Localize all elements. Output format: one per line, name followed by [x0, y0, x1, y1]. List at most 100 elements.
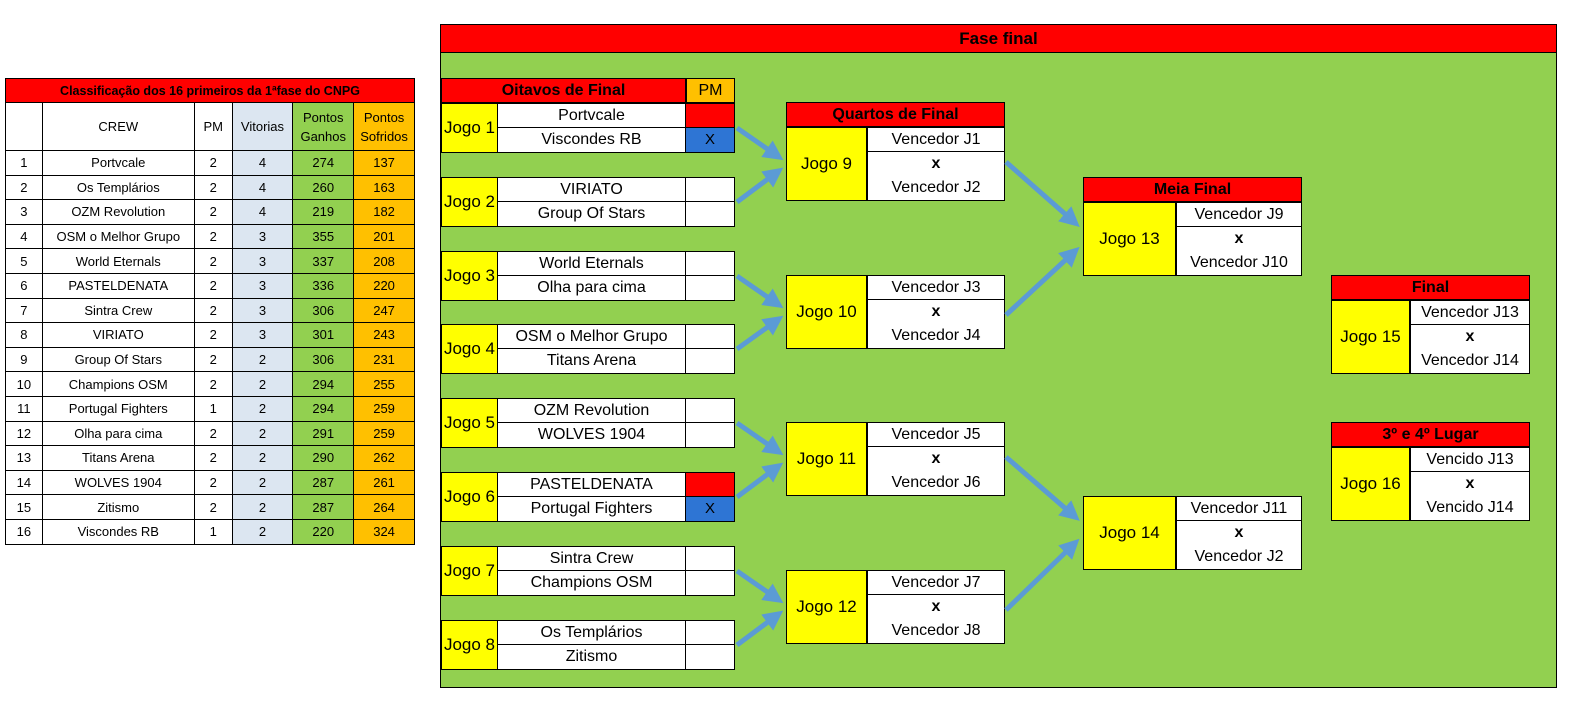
crew-cell: World Eternals: [41, 248, 195, 274]
game-label: Jogo 9: [786, 127, 867, 201]
vitorias-cell: 2: [231, 494, 294, 520]
pontos-ganhos-cell: 290: [292, 445, 355, 471]
pm-cell: 2: [193, 322, 233, 348]
versus-mark: x: [867, 299, 1005, 325]
pontos-sofridos-cell: 201: [353, 223, 415, 250]
team-name: OSM o Melhor Grupo: [498, 324, 686, 349]
pontos-ganhos-cell: 291: [292, 420, 355, 447]
result-cell: [686, 472, 735, 497]
crew-cell: VIRIATO: [41, 322, 195, 348]
pm-cell: 2: [193, 469, 233, 496]
crew-cell: Champions OSM: [41, 371, 195, 397]
vitorias-cell: 3: [231, 297, 294, 324]
rank-cell: 14: [5, 469, 43, 496]
crew-cell: Olha para cima: [41, 420, 195, 447]
vitorias-cell: 3: [231, 248, 294, 274]
vitorias-header: Vitorias: [231, 102, 294, 151]
game-label: Jogo 14: [1083, 496, 1176, 570]
pontos-sofridos-cell: 220: [353, 272, 415, 299]
result-cell: X: [686, 496, 735, 522]
crew-cell: Zitismo: [41, 494, 195, 520]
result-cell: [686, 398, 735, 423]
vitorias-cell: 2: [231, 346, 294, 373]
slot-name: Vencedor J8: [867, 619, 1005, 644]
arrow-right-icon: [735, 315, 784, 352]
result-cell: [686, 570, 735, 596]
pontos-ganhos-cell: 294: [292, 371, 355, 397]
arrow-right-icon: [735, 167, 784, 205]
rank-header: [5, 102, 43, 151]
vitorias-cell: 3: [231, 322, 294, 348]
pontos-ganhos-cell: 274: [292, 150, 355, 176]
pontos-sofridos-cell: 163: [353, 174, 415, 201]
result-cell: [686, 422, 735, 448]
pontos-ganhos-cell: 294: [292, 395, 355, 422]
slot-name: Vencedor J14: [1410, 349, 1530, 374]
result-cell: [686, 348, 735, 374]
pontos-ganhos-header: Pontos Ganhos: [292, 102, 355, 151]
rank-cell: 10: [5, 371, 43, 397]
team-name: Group Of Stars: [498, 201, 686, 227]
pm-cell: 2: [193, 494, 233, 520]
game-label: Jogo 16: [1331, 447, 1410, 521]
pontos-ganhos-cell: 219: [292, 199, 355, 225]
versus-mark: x: [867, 446, 1005, 472]
result-cell: [686, 275, 735, 301]
pontos-ganhos-cell: 355: [292, 223, 355, 250]
sf-header: Meia Final: [1083, 177, 1302, 202]
third-header: 3º e 4º Lugar: [1331, 422, 1530, 447]
vitorias-cell: 4: [231, 199, 294, 225]
vitorias-cell: 4: [231, 150, 294, 176]
slot-name: Vencedor J13: [1410, 300, 1530, 325]
game-label: Jogo 8: [441, 620, 498, 670]
pontos-sofridos-cell: 231: [353, 346, 415, 373]
pm-cell: 2: [193, 150, 233, 176]
pm-cell: 1: [193, 395, 233, 422]
crew-cell: Titans Arena: [41, 445, 195, 471]
arrow-right-icon: [1004, 455, 1080, 521]
pontos-ganhos-cell: 260: [292, 174, 355, 201]
versus-mark: x: [867, 594, 1005, 620]
arrow-right-icon: [735, 125, 784, 161]
pontos-ganhos-cell: 287: [292, 494, 355, 520]
pm-cell: 2: [193, 445, 233, 471]
game-label: Jogo 11: [786, 422, 867, 496]
pm-cell: 2: [193, 272, 233, 299]
pontos-sofridos-cell: 255: [353, 371, 415, 397]
slot-name: Vencedor J1: [867, 127, 1005, 152]
crew-cell: Portugal Fighters: [41, 395, 195, 422]
crew-cell: Viscondes RB: [41, 518, 195, 545]
team-name: Portugal Fighters: [498, 496, 686, 522]
standings-table: Classificação dos 16 primeiros da 1ªfase…: [5, 78, 415, 545]
bracket-title: Fase final: [441, 25, 1556, 53]
game-label: Jogo 15: [1331, 300, 1410, 374]
pontos-sofridos-cell: 262: [353, 445, 415, 471]
team-name: Portvcale: [498, 103, 686, 128]
vitorias-cell: 4: [231, 174, 294, 201]
vitorias-cell: 2: [231, 469, 294, 496]
vitorias-cell: 2: [231, 445, 294, 471]
team-name: OZM Revolution: [498, 398, 686, 423]
pontos-ganhos-cell: 306: [292, 346, 355, 373]
crew-cell: Group Of Stars: [41, 346, 195, 373]
team-name: PASTELDENATA: [498, 472, 686, 497]
slot-name: Vencedor J6: [867, 471, 1005, 496]
slot-name: Vencedor J9: [1176, 202, 1302, 227]
crew-header: CREW: [41, 102, 195, 151]
pontos-sofridos-cell: 243: [353, 322, 415, 348]
rank-cell: 16: [5, 518, 43, 545]
team-name: Zitismo: [498, 644, 686, 670]
rank-cell: 2: [5, 174, 43, 201]
pontos-sofridos-cell: 208: [353, 248, 415, 274]
versus-mark: x: [1176, 226, 1302, 252]
team-name: Champions OSM: [498, 570, 686, 596]
pontos-ganhos-cell: 337: [292, 248, 355, 274]
team-name: Olha para cima: [498, 275, 686, 301]
final-header: Final: [1331, 275, 1530, 300]
rank-cell: 1: [5, 150, 43, 176]
